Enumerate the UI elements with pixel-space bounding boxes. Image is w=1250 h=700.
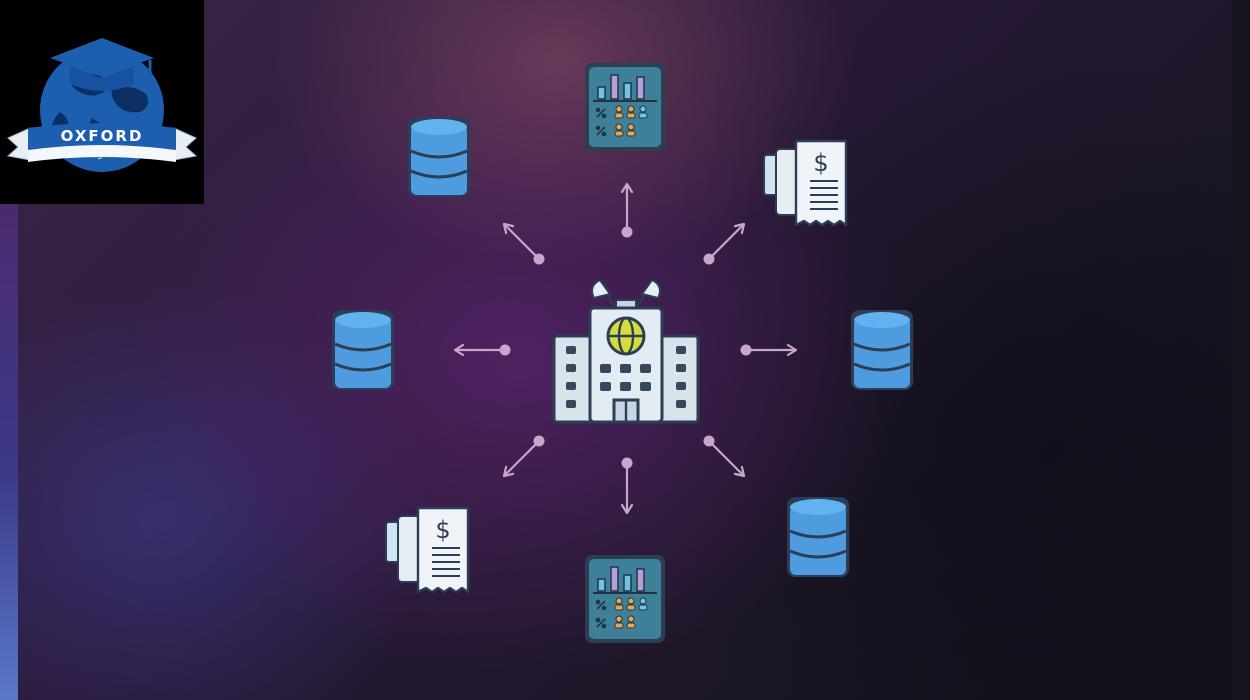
arrow-bottom-right xyxy=(703,435,745,477)
arrow-top-right xyxy=(703,224,745,265)
report-dashboard-icon xyxy=(584,62,666,152)
node-right xyxy=(849,308,915,392)
arrow-bottom xyxy=(622,457,633,514)
left-edge-strip xyxy=(0,204,18,700)
node-top-left xyxy=(406,115,472,199)
arrow-bottom-left xyxy=(504,435,545,477)
node-bottom xyxy=(584,554,666,644)
receipt-symbol: $ xyxy=(813,149,828,177)
receipt-dollar-icon xyxy=(384,506,470,594)
arrow-left xyxy=(455,345,511,356)
arrow-right xyxy=(740,345,797,356)
receipt-dollar-icon xyxy=(762,139,848,227)
logo-title: OXFORD xyxy=(60,127,144,145)
arrow-top xyxy=(622,184,633,238)
graduation-cap-globe-icon xyxy=(6,38,198,172)
database-icon xyxy=(849,308,915,392)
node-left xyxy=(330,308,396,392)
right-edge-strip xyxy=(1232,0,1250,700)
database-icon xyxy=(330,308,396,392)
database-icon xyxy=(406,115,472,199)
logo: OXFORD Training Centre xyxy=(0,0,204,204)
node-bottom-right xyxy=(785,495,851,579)
arrow-top-left xyxy=(504,224,545,265)
node-top xyxy=(584,62,666,152)
office-building-icon xyxy=(552,278,700,424)
node-top-right: $ xyxy=(762,139,848,227)
report-dashboard-icon xyxy=(584,554,666,644)
receipt-symbol: $ xyxy=(435,516,450,544)
node-bottom-left: $ xyxy=(384,506,470,594)
connector-arrows xyxy=(455,184,796,513)
logo-subtitle: Training Centre xyxy=(56,150,148,160)
database-icon xyxy=(785,495,851,579)
